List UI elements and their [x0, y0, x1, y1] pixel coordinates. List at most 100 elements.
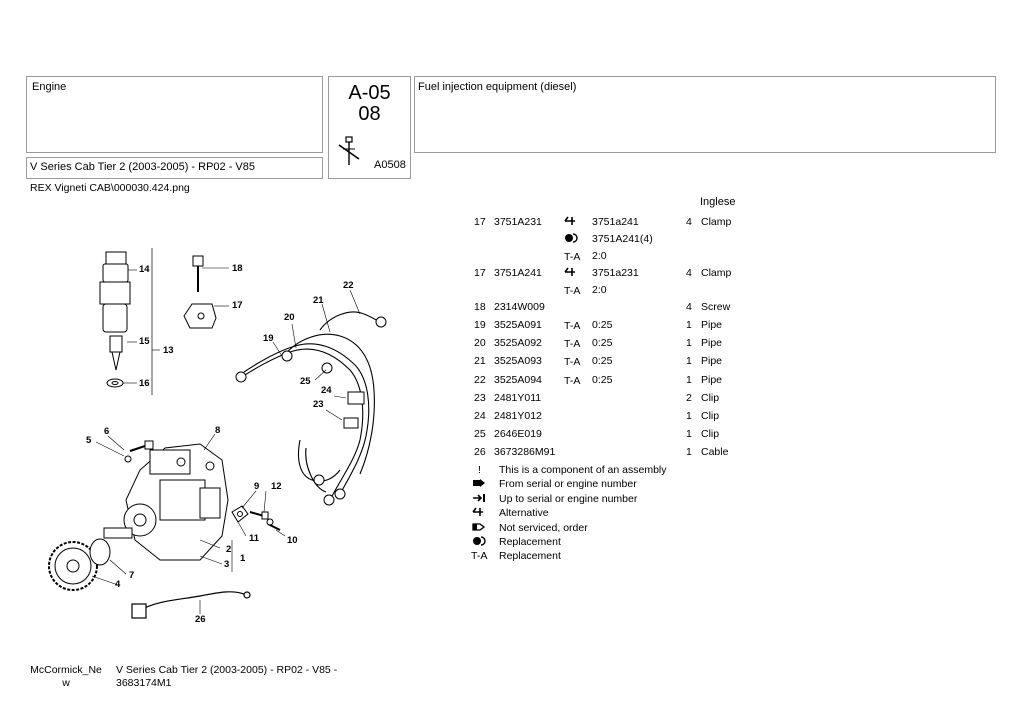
callout-label: 20: [284, 312, 295, 323]
part-symbol: T-A: [564, 356, 581, 368]
replacement-icon: [564, 233, 578, 247]
table-row: 3751A241(4): [0, 232, 1024, 246]
part-description: Clip: [701, 410, 720, 422]
part-alternative: 2:0: [592, 284, 607, 296]
part-number: 2481Y011: [494, 392, 542, 404]
part-number: 3751A241: [494, 267, 542, 279]
footer-brand-text: McCormick_New: [30, 664, 102, 689]
callout-label: 16: [139, 378, 150, 389]
part-alternative: 0:25: [592, 374, 613, 386]
part-description: Pipe: [701, 355, 723, 367]
callout-label: 13: [163, 345, 174, 356]
part-description: Clip: [701, 428, 720, 440]
not-serviced-icon: [472, 522, 486, 536]
model-box: V Series Cab Tier 2 (2003-2005) - RP02 -…: [26, 157, 323, 179]
legend-text: Up to serial or engine number: [499, 492, 638, 505]
legend-text: From serial or engine number: [499, 478, 637, 491]
part-alternative: 3751A241(4): [592, 233, 653, 245]
callout-label: 12: [271, 481, 282, 492]
part-ref: 19: [474, 319, 486, 331]
callout-label: 21: [313, 295, 324, 306]
part-ref: 24: [474, 410, 486, 422]
part-ref: 25: [474, 428, 486, 440]
part-symbol: T-A: [564, 285, 581, 297]
replacement-icon: [472, 536, 486, 550]
part-qty: 1: [686, 410, 692, 422]
part-qty: 4: [686, 267, 692, 279]
callout-label: 7: [129, 570, 134, 581]
part-number: 3673286M91: [494, 446, 556, 458]
legend-item: ! This is a component of an assembly: [0, 463, 700, 477]
callout-label: 9: [254, 481, 259, 492]
part-symbol: T-A: [564, 251, 581, 263]
legend-item: From serial or engine number: [0, 477, 700, 491]
table-row: T-A 2:0: [0, 283, 1024, 297]
part-number: 2646E019: [494, 428, 542, 440]
callout-label: 5: [86, 435, 92, 446]
part-description: Clamp: [701, 267, 732, 279]
section-box: Fuel injection equipment (diesel): [414, 76, 996, 153]
part-qty: 4: [686, 301, 692, 313]
alt-icon: [564, 216, 576, 230]
part-ref: 18: [474, 301, 486, 313]
part-symbol: T-A: [564, 375, 581, 387]
part-number: 3525A092: [494, 337, 542, 349]
part-symbol: T-A: [564, 338, 581, 350]
part-description: Cable: [701, 446, 729, 458]
part-number: 3525A091: [494, 319, 542, 331]
part-number: 2314W009: [494, 301, 545, 313]
part-qty: 1: [686, 337, 692, 349]
legend-text: Replacement: [499, 536, 561, 548]
legend-symbol: T-A: [471, 550, 488, 563]
callout-label: 14: [139, 264, 150, 275]
part-qty: 2: [686, 392, 692, 404]
callout-label: 18: [232, 263, 243, 274]
legend-text: This is a component of an assembly: [499, 464, 667, 476]
part-description: Clamp: [701, 216, 732, 228]
callout-label: 26: [195, 614, 206, 625]
legend-text: Not serviced, order: [499, 521, 588, 534]
table-row: 24 2481Y012 1 Clip: [0, 409, 1024, 423]
injector-icon: [338, 136, 360, 165]
callout-label: 11: [249, 533, 260, 544]
part-qty: 4: [686, 216, 692, 228]
legend-item: Replacement: [0, 535, 700, 549]
part-alternative: 0:25: [592, 355, 613, 367]
footer-model-line2: 3683174M1: [116, 677, 172, 689]
part-number: 2481Y012: [494, 410, 542, 422]
legend-symbol: !: [478, 464, 481, 476]
part-ref: 17: [474, 267, 486, 279]
from-serial-icon: [472, 478, 486, 492]
part-number: 3751A231: [494, 216, 542, 228]
part-ref: 20: [474, 337, 486, 349]
legend-item: Alternative: [0, 506, 700, 520]
callout-label: 22: [343, 280, 354, 291]
callout-label: 19: [263, 333, 274, 344]
legend-item: Not serviced, order: [0, 521, 700, 535]
footer-brand: McCormick_New: [30, 664, 102, 690]
code-line1: A-05: [348, 82, 391, 104]
part-description: Pipe: [701, 319, 723, 331]
part-qty: 1: [686, 428, 692, 440]
part-alternative: 3751a241: [592, 216, 639, 228]
code-line2: 08: [358, 103, 381, 125]
alt-icon: [564, 267, 576, 281]
footer-model-line1: V Series Cab Tier 2 (2003-2005) - RP02 -…: [116, 664, 338, 676]
alt-icon: [472, 507, 484, 521]
section-title: Fuel injection equipment (diesel): [418, 81, 577, 93]
callout-label: 17: [232, 300, 243, 311]
callout-label: 25: [300, 376, 311, 387]
part-number: 3525A094: [494, 374, 542, 386]
part-description: Pipe: [701, 337, 723, 349]
part-qty: 1: [686, 446, 692, 458]
callout-label: 4: [115, 579, 121, 590]
language-label: Inglese: [700, 196, 736, 208]
